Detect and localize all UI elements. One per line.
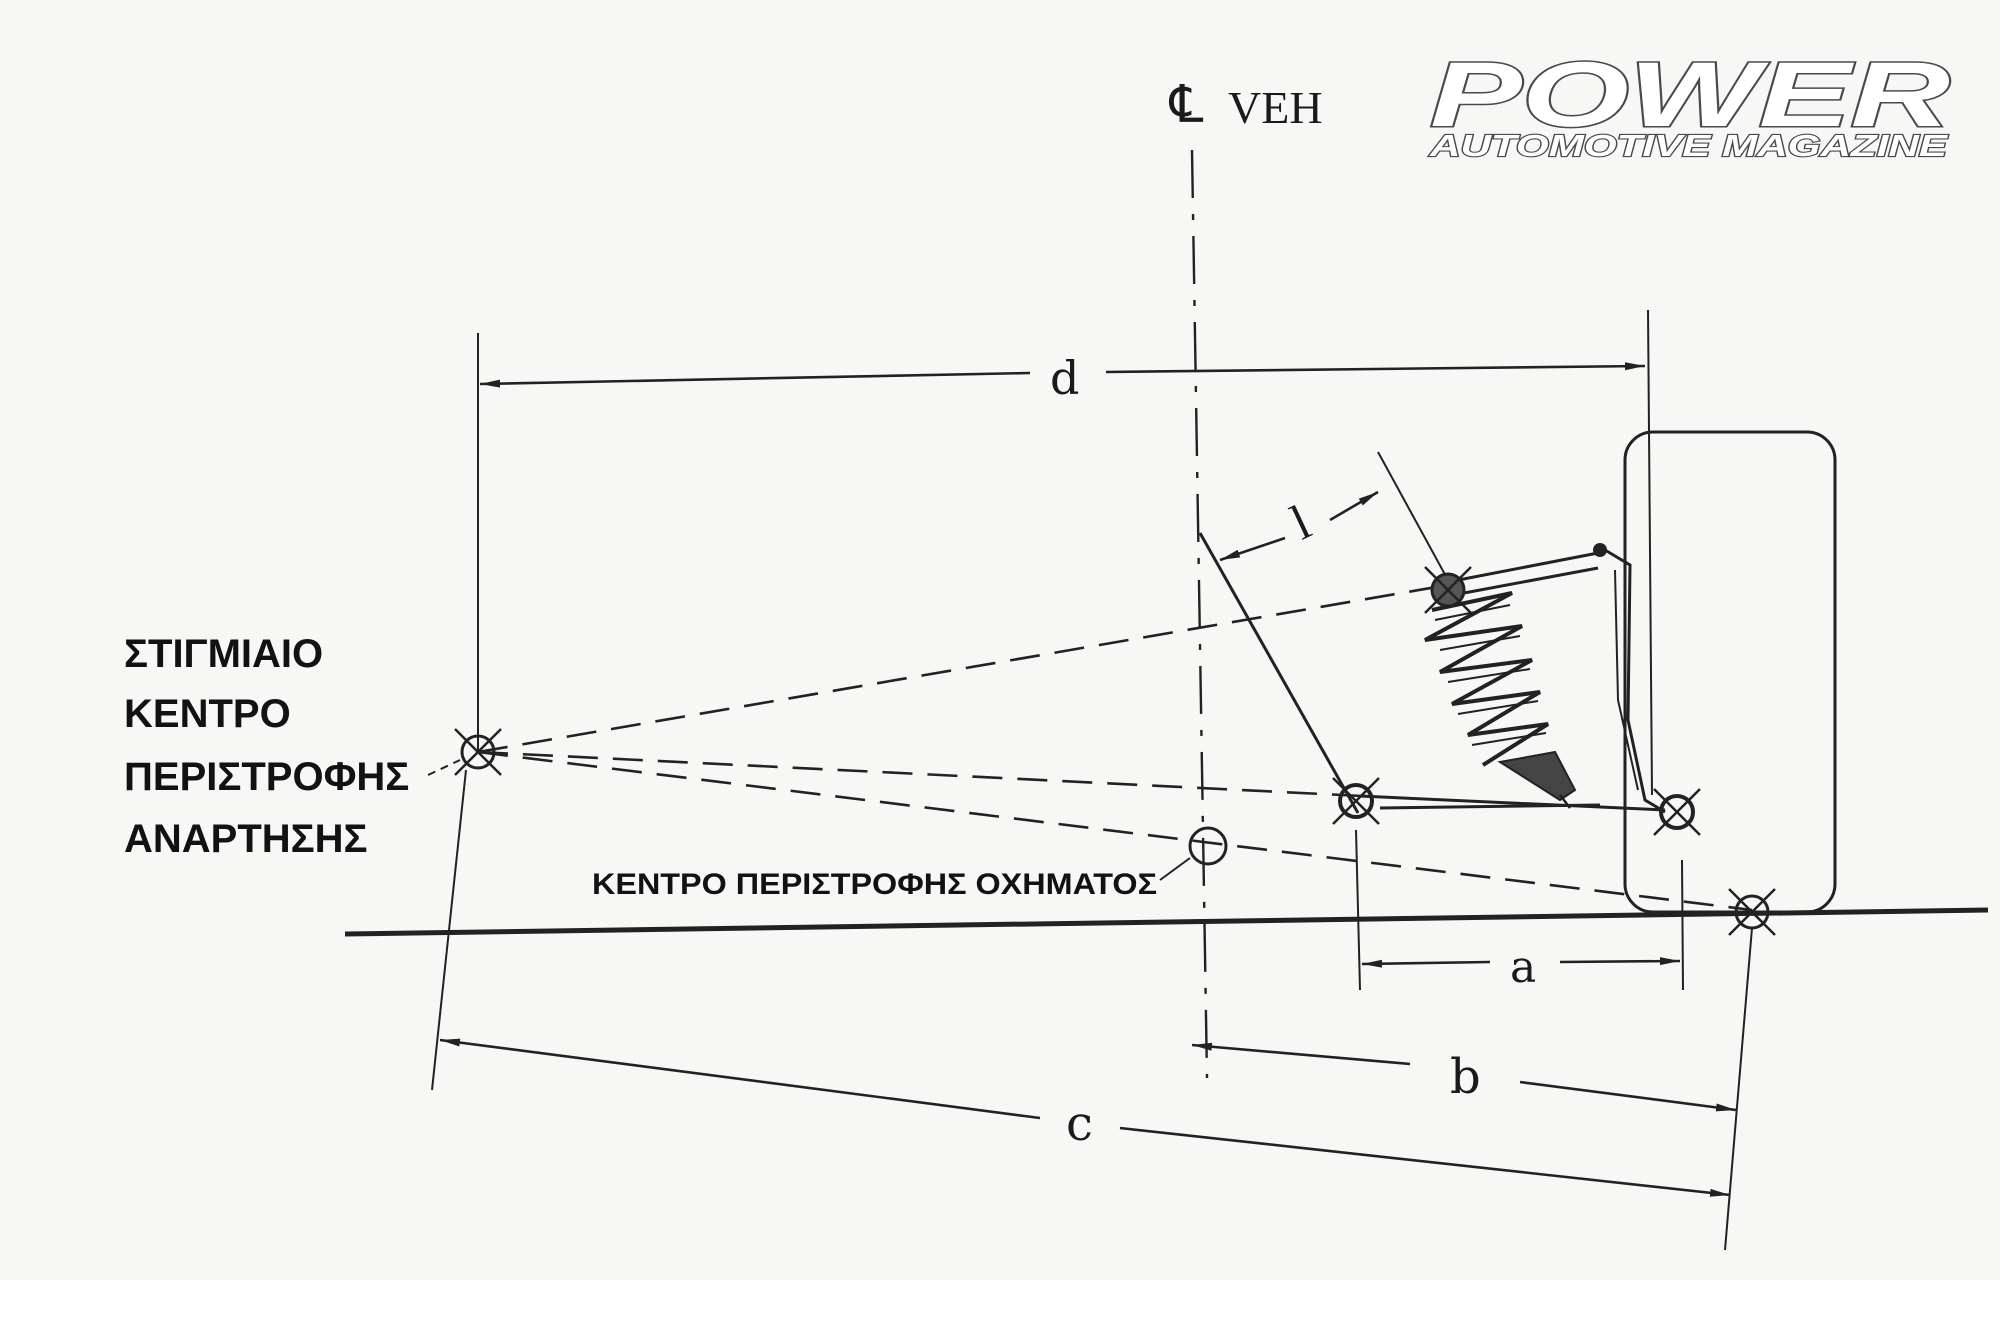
roll-center-label: ΚΕΝΤΡΟ ΠΕΡΙΣΤΡΟΦΗΣ ΟΧΗΜΑΤΟΣ — [592, 868, 1157, 901]
dashed-line-to-contact-patch — [477, 750, 1753, 912]
vehicle-centerline — [1190, 149, 1209, 1079]
lower-control-arm — [1359, 794, 1666, 812]
dimension-a: a — [1361, 942, 1681, 993]
dimension-l-label: l — [1282, 494, 1318, 551]
extension-line-lower-pivot — [1355, 829, 1361, 991]
instant-center-marker — [454, 728, 502, 776]
tire-outline — [1623, 430, 1837, 914]
roll-center-leader — [1159, 857, 1191, 881]
extension-line-left-bottom — [431, 769, 467, 1091]
centerline-symbol: ℄ — [1168, 77, 1204, 134]
lower-inner-pivot-marker — [1332, 777, 1380, 825]
upper-inner-pivot-marker — [1424, 566, 1472, 614]
dimension-d: d — [479, 351, 1646, 405]
dimension-a-label: a — [1510, 942, 1536, 993]
tire-contact-marker — [1728, 888, 1776, 936]
instant-center-label-line-2: ΚΕΝΤΡΟ — [124, 692, 291, 736]
dimension-b-label: b — [1450, 1049, 1481, 1105]
dashed-line-to-upper-pivot — [477, 583, 1449, 754]
centerline-label: VEH — [1228, 82, 1323, 133]
damper-body — [1497, 750, 1577, 802]
instant-center-label-line-1: ΣΤΙΓΜΙΑΙΟ — [124, 632, 323, 676]
upright-knuckle — [1604, 548, 1666, 814]
extension-line-right-top — [1647, 309, 1653, 796]
lower-outer-pivot-marker — [1653, 788, 1701, 836]
extension-line-wheel-center — [1681, 859, 1684, 991]
logo-title: POWER — [1430, 44, 1950, 146]
dimension-l: l — [1198, 451, 1449, 814]
coil-spring — [1424, 591, 1577, 809]
ground-line — [344, 907, 1989, 937]
dimension-c: c — [439, 1038, 1731, 1197]
dimension-d-label: d — [1050, 351, 1079, 405]
extension-line-contact-bottom — [1724, 927, 1753, 1251]
instant-center-label: ΣΤΙΓΜΙΑΙΟ ΚΕΝΤΡΟ ΠΕΡΙΣΤΡΟΦΗΣ ΑΝΑΡΤΗΣΗΣ — [124, 632, 409, 861]
dimension-c-label: c — [1066, 1096, 1093, 1152]
upper-control-arm — [1447, 543, 1607, 598]
roll-center-marker — [1188, 826, 1228, 866]
power-logo: POWER AUTOMOTIVE MAGAZINE — [1428, 43, 1952, 165]
instant-center-label-line-4: ΑΝΑΡΤΗΣΗΣ — [124, 817, 368, 861]
logo-subtitle: AUTOMOTIVE MAGAZINE — [1429, 128, 1949, 163]
dashed-line-to-lower-pivot — [477, 750, 1363, 798]
dimension-b: b — [1191, 1042, 1737, 1112]
instant-center-leader — [427, 759, 461, 776]
paper-background — [0, 0, 2000, 1280]
instant-center-label-line-3: ΠΕΡΙΣΤΡΟΦΗΣ — [124, 755, 409, 799]
